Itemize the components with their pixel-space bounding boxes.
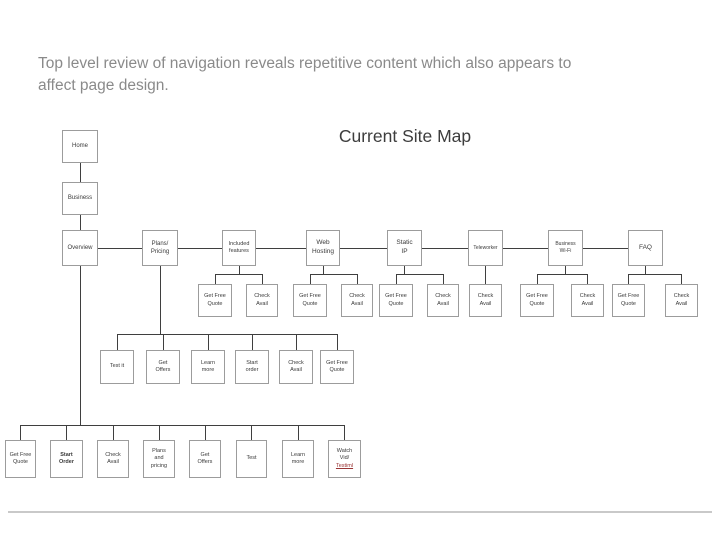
diagram-title: Current Site Map bbox=[338, 126, 472, 146]
connector bbox=[215, 274, 216, 284]
node-overview: Overview bbox=[62, 230, 98, 266]
connector bbox=[262, 274, 263, 284]
connector bbox=[117, 334, 337, 335]
connector bbox=[628, 274, 681, 275]
node-get-free-quote: Get Free Quote bbox=[320, 350, 354, 384]
connector bbox=[645, 266, 646, 274]
connector bbox=[80, 215, 81, 231]
connector bbox=[20, 425, 21, 440]
connector bbox=[357, 274, 358, 284]
connector bbox=[215, 274, 262, 275]
connector bbox=[163, 334, 164, 350]
node-plans-and-pricing: Plans and pricing bbox=[143, 440, 175, 478]
connector bbox=[681, 274, 682, 284]
connector bbox=[20, 425, 344, 426]
connector bbox=[208, 334, 209, 350]
node-watch-vid-testimonial: Watch Vid/ Testiml bbox=[328, 440, 361, 478]
connector bbox=[296, 334, 297, 350]
connector bbox=[337, 334, 338, 350]
connector bbox=[159, 425, 160, 440]
connector bbox=[80, 163, 81, 182]
connector bbox=[66, 425, 67, 440]
node-web-hosting: Web Hosting bbox=[306, 230, 340, 266]
node-get-free-quote: Get Free Quote bbox=[379, 284, 413, 317]
connector bbox=[113, 425, 114, 440]
node-learn-more: Learn more bbox=[191, 350, 225, 384]
node-check-avail: Check Avail bbox=[427, 284, 459, 317]
node-test-it: Test it bbox=[100, 350, 134, 384]
node-static-ip: Static IP bbox=[387, 230, 422, 266]
node-check-avail: Check Avail bbox=[246, 284, 278, 317]
node-get-free-quote: Get Free Quote bbox=[520, 284, 554, 317]
connector bbox=[443, 274, 444, 284]
heading: Top level review of navigation reveals r… bbox=[38, 53, 688, 97]
node-included-features: Included features bbox=[222, 230, 256, 266]
heading-line-1: Top level review of navigation reveals r… bbox=[38, 55, 572, 72]
connector bbox=[628, 274, 629, 284]
node-plans-pricing: Plans/ Pricing bbox=[142, 230, 178, 266]
connector bbox=[404, 266, 405, 274]
node-business: Business bbox=[62, 182, 98, 215]
node-check-avail: Check Avail bbox=[97, 440, 129, 478]
node-check-avail: Check Avail bbox=[341, 284, 373, 317]
node-check-avail: Check Avail bbox=[665, 284, 698, 317]
connector bbox=[251, 425, 252, 440]
node-start-order: Start order bbox=[235, 350, 269, 384]
connector bbox=[485, 266, 486, 284]
node-teleworker: Teleworker bbox=[468, 230, 503, 266]
connector bbox=[310, 274, 311, 284]
node-faq: FAQ bbox=[628, 230, 663, 266]
connector bbox=[252, 334, 253, 350]
node-get-offers: Get Offers bbox=[146, 350, 180, 384]
heading-line-2: affect page design. bbox=[38, 77, 169, 94]
connector bbox=[565, 266, 566, 274]
connector bbox=[396, 274, 397, 284]
node-business-wifi: Business Wi-Fi bbox=[548, 230, 583, 266]
node-get-free-quote: Get Free Quote bbox=[5, 440, 36, 478]
node-get-free-quote: Get Free Quote bbox=[612, 284, 645, 317]
testimonial-link: Testiml bbox=[335, 462, 354, 469]
connector bbox=[98, 248, 630, 249]
connector bbox=[160, 266, 161, 334]
node-check-avail: Check Avail bbox=[279, 350, 313, 384]
node-learn-more: Learn more bbox=[282, 440, 314, 478]
node-start-order: Start Order bbox=[50, 440, 83, 478]
connector bbox=[344, 425, 345, 440]
connector bbox=[80, 266, 81, 425]
connector bbox=[310, 274, 357, 275]
watch-vid-label: Watch Vid/ bbox=[336, 447, 353, 462]
node-get-free-quote: Get Free Quote bbox=[293, 284, 327, 317]
connector bbox=[587, 274, 588, 284]
node-check-avail: Check Avail bbox=[469, 284, 502, 317]
node-test: Test bbox=[236, 440, 267, 478]
connector bbox=[537, 274, 587, 275]
connector bbox=[298, 425, 299, 440]
footer-divider bbox=[8, 511, 712, 513]
connector bbox=[117, 334, 118, 350]
node-get-offers: Get Offers bbox=[189, 440, 221, 478]
connector bbox=[205, 425, 206, 440]
node-get-free-quote: Get Free Quote bbox=[198, 284, 232, 317]
node-check-avail: Check Avail bbox=[571, 284, 604, 317]
connector bbox=[396, 274, 443, 275]
connector bbox=[537, 274, 538, 284]
connector bbox=[239, 266, 240, 274]
connector bbox=[323, 266, 324, 274]
node-home: Home bbox=[62, 130, 98, 163]
